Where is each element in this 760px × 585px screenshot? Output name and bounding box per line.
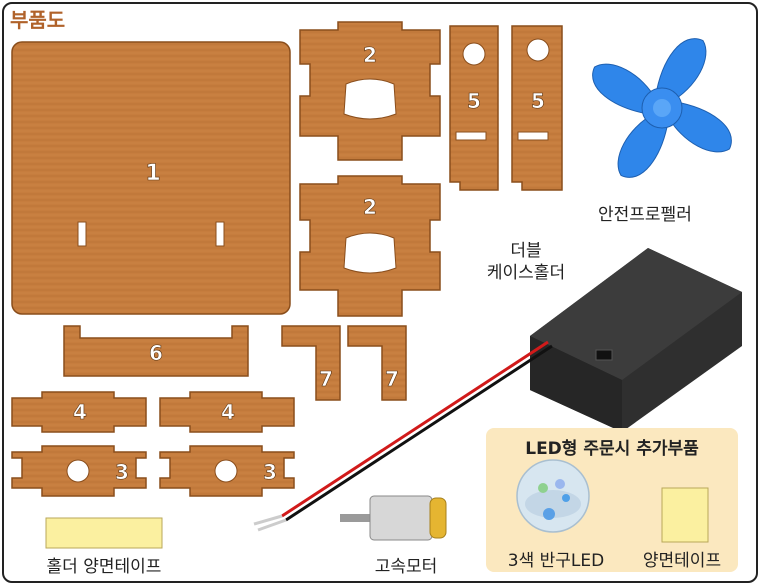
battery-wires: [253, 340, 553, 532]
battery-holder: [530, 248, 742, 432]
part-4-left-label: 4: [73, 400, 87, 424]
part-1: 1: [11, 41, 291, 315]
part-5-left-label: 5: [467, 89, 481, 113]
part-7-right: 7: [347, 325, 407, 401]
propeller: [592, 38, 732, 178]
part-2-top: 2: [299, 21, 441, 161]
led-extra-parts-title: LED형 주문시 추가부품: [525, 439, 699, 459]
propeller-label: 안전프로펠러: [598, 205, 692, 225]
battery-holder-label-line2: 케이스홀더: [486, 263, 566, 283]
part-2-bottom-label: 2: [363, 195, 377, 219]
holder-tape: [45, 517, 163, 549]
led-label: 3색 반구LED: [507, 551, 605, 571]
part-1-label: 1: [145, 161, 160, 186]
part-5-right: 5: [511, 25, 563, 191]
part-7-left: 7: [281, 325, 341, 401]
part-6: 6: [63, 325, 249, 377]
holder-tape-label: 홀더 양면테이프: [46, 557, 162, 577]
motor: [340, 495, 447, 541]
extra-tape: [661, 487, 709, 543]
part-3-left-label: 3: [115, 460, 129, 484]
diagram-title: 부품도: [10, 8, 66, 32]
motor-label: 고속모터: [374, 557, 438, 577]
part-3-right: 3: [159, 445, 295, 497]
part-2-bottom: 2: [299, 175, 441, 317]
rgb-dome-led: [516, 459, 590, 533]
part-7-right-label: 7: [385, 367, 399, 391]
part-3-left: 3: [11, 445, 147, 497]
part-6-label: 6: [149, 341, 163, 365]
part-4-right: 4: [159, 391, 295, 433]
extra-tape-label: 양면테이프: [642, 551, 722, 571]
part-5-left: 5: [449, 25, 499, 191]
part-7-left-label: 7: [319, 367, 333, 391]
part-4-right-label: 4: [221, 400, 235, 424]
part-3-right-label: 3: [263, 460, 277, 484]
part-4-left: 4: [11, 391, 147, 433]
part-5-right-label: 5: [531, 89, 545, 113]
part-2-top-label: 2: [363, 43, 377, 67]
battery-holder-label-line1: 더블: [510, 241, 542, 261]
